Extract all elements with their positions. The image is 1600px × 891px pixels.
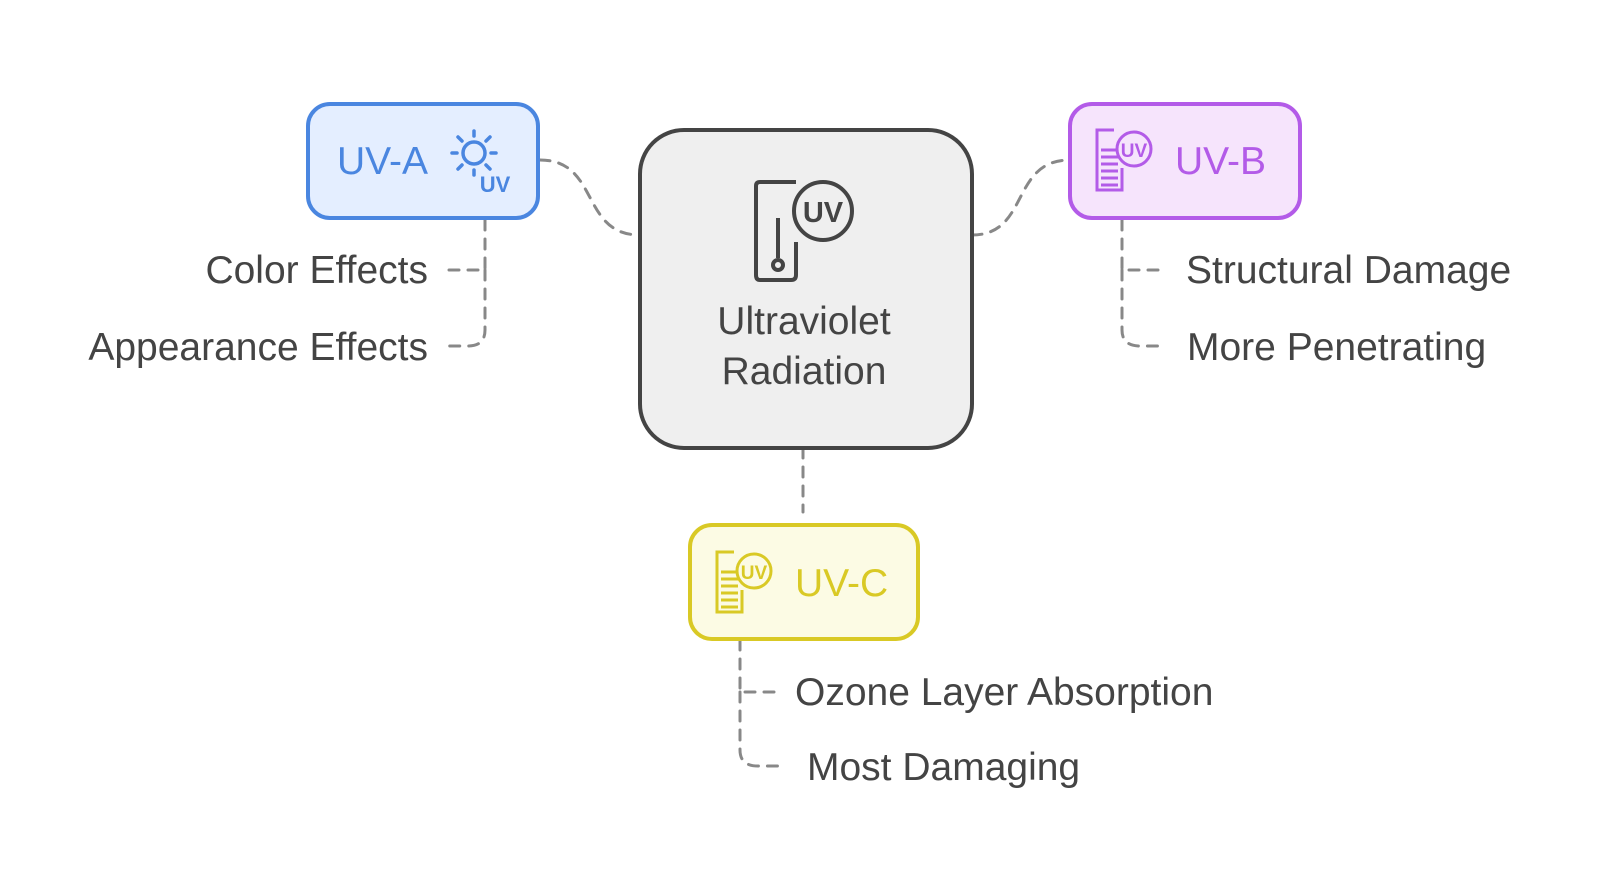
connector-uva-appearance-effects — [446, 268, 487, 348]
connector-center-uva — [538, 158, 642, 237]
uvc-node-box — [688, 523, 920, 641]
uv-document-icon — [715, 550, 773, 614]
uvc-label: UV-C — [795, 562, 888, 605]
uv-document-icon-letters: UV — [1121, 141, 1148, 162]
uvc-item-ozone-absorption: Ozone Layer Absorption — [795, 671, 1213, 714]
uv-document-icon-letters: UV — [741, 563, 768, 584]
uvb-label: UV-B — [1175, 140, 1266, 183]
connector-center-uvb — [970, 158, 1072, 237]
sun-uv-icon — [450, 129, 498, 177]
connector-uvc-ozone-absorption — [738, 638, 780, 694]
connector-uvb-structural-damage — [1120, 218, 1162, 272]
uv-document-icon — [1095, 128, 1153, 192]
connector-uvc-most-damaging — [738, 690, 782, 768]
connector-uvb-more-penetrating — [1120, 268, 1164, 348]
center-node-box — [638, 128, 974, 450]
uvb-item-more-penetrating: More Penetrating — [1187, 326, 1486, 369]
uvb-item-structural-damage: Structural Damage — [1186, 249, 1511, 292]
uva-node-box — [306, 102, 540, 220]
uvb-node[interactable]: UV UV-B — [1068, 102, 1302, 220]
uv-meter-icon — [754, 180, 854, 282]
connectors — [446, 158, 1164, 768]
uva-label: UV-A — [337, 140, 428, 183]
uva-item-appearance-effects: Appearance Effects — [88, 326, 428, 369]
center-node[interactable]: UV Ultraviolet Radiation — [638, 128, 974, 450]
uva-item-color-effects: Color Effects — [205, 249, 428, 292]
uvc-node[interactable]: UV UV-C — [688, 523, 920, 641]
uva-node[interactable]: UV-A UV — [306, 102, 540, 220]
center-title-line1: Ultraviolet — [717, 300, 891, 343]
connector-uva-color-effects — [446, 218, 487, 272]
center-title-line2: Radiation — [722, 350, 887, 393]
uv-meter-icon-letters: UV — [803, 197, 844, 229]
sun-uv-icon-letters: UV — [480, 172, 511, 197]
uvc-item-most-damaging: Most Damaging — [807, 746, 1080, 789]
